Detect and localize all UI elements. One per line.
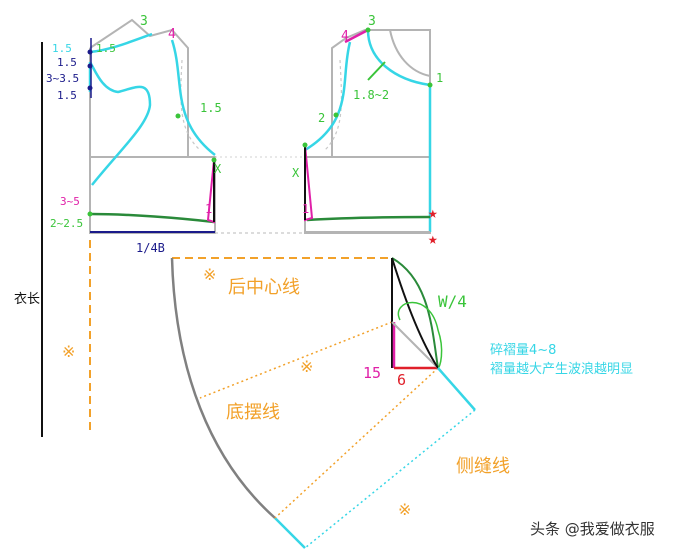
- dot-right-1: [427, 82, 433, 88]
- front-neck-diag: [367, 61, 386, 81]
- back-neckline: [89, 32, 153, 54]
- labels: 3 4 3 4 1.5 1.5 1.5 3~3.5 1.5 1.5 1 1.8~…: [14, 14, 655, 538]
- label-armhole-1-5: 1.5: [200, 101, 222, 115]
- side-seam-dotted: [304, 409, 476, 549]
- front-neckline: [366, 29, 431, 87]
- front-waist-line: [306, 215, 431, 222]
- mark-4: ※: [398, 500, 411, 519]
- green-curve-outer: [391, 257, 439, 369]
- label-top-3-left: 3: [140, 14, 148, 29]
- label-w4: W/4: [438, 292, 467, 311]
- label-top-4-left: 4: [168, 27, 176, 42]
- label-x-right: X: [292, 166, 300, 180]
- label-6: 6: [397, 371, 406, 389]
- label-gather-title: 碎褶量4~8: [490, 343, 556, 358]
- back-waist-line: [89, 212, 215, 224]
- side-seam-solid: [437, 367, 476, 411]
- dot-armhole: [175, 113, 181, 119]
- dot-left-waist: [87, 211, 93, 217]
- label-r-1-8-2: 1.8~2: [353, 88, 389, 102]
- front-armhole: [304, 41, 352, 152]
- label-gather-note: 褶量越大产生波浪越明显: [490, 362, 633, 377]
- label-1-5-cyan: 1.5: [96, 42, 116, 55]
- back-center-curve: [88, 61, 152, 186]
- red-star-1: ★: [428, 203, 438, 222]
- label-r-2: 2: [318, 111, 325, 125]
- label-hem-line: 底摆线: [226, 402, 280, 423]
- label-x-left: X: [214, 162, 222, 176]
- label-2-2-5: 2~2.5: [50, 217, 83, 230]
- dot-left-x: [211, 157, 217, 163]
- label-1-5-b: 1.5: [57, 89, 77, 102]
- label-3-3-5: 3~3.5: [46, 72, 79, 85]
- label-3-5: 3~5: [60, 195, 80, 208]
- front-bodice-outline: [304, 29, 431, 234]
- label-1-5-a: 1.5: [57, 56, 77, 69]
- dot-left-1: [87, 49, 93, 55]
- label-top-3-right: 3: [368, 14, 376, 29]
- label-side-seam-line: 侧缝线: [456, 456, 510, 477]
- back-dashed-guide: [180, 59, 201, 151]
- front-dashed-guide: [324, 59, 343, 151]
- label-garment-length: 衣长: [14, 291, 40, 307]
- apex-gray-line: [391, 321, 439, 369]
- dot-left-2: [87, 63, 93, 69]
- label-r-1: 1: [436, 71, 443, 85]
- label-15: 15: [363, 364, 381, 382]
- front-shoulder: [344, 28, 369, 44]
- dot-left-3: [87, 85, 93, 91]
- dot-right-x: [302, 142, 308, 148]
- mark-1: ※: [203, 265, 216, 284]
- radial-2: [274, 367, 439, 519]
- back-bodice: [87, 18, 217, 234]
- label-top-4-right: 4: [341, 29, 349, 44]
- dot-right-top: [365, 27, 371, 33]
- green-curve-inner: [391, 257, 439, 369]
- back-armhole: [170, 39, 216, 156]
- hem-arc: [170, 257, 276, 519]
- peplum-section: [89, 240, 476, 549]
- label-1-5-top: 1.5: [52, 42, 72, 55]
- radial-1: [199, 321, 393, 399]
- label-1-right: 1: [302, 202, 309, 216]
- dot-right-2: [333, 112, 339, 118]
- mark-2: ※: [62, 342, 75, 361]
- watermark: 头条 @我爱做衣服: [530, 520, 655, 538]
- label-1-left: 1: [205, 202, 212, 216]
- gather-circle: [397, 301, 443, 369]
- mark-3: ※: [300, 357, 313, 376]
- label-quarter-b: 1/4B: [136, 241, 165, 255]
- front-neck-gray: [389, 29, 431, 77]
- front-bodice: ★ ★: [302, 27, 438, 248]
- label-back-center-line: 后中心线: [228, 277, 300, 298]
- red-star-2: ★: [428, 229, 438, 248]
- hem-arc-cyan: [274, 517, 306, 549]
